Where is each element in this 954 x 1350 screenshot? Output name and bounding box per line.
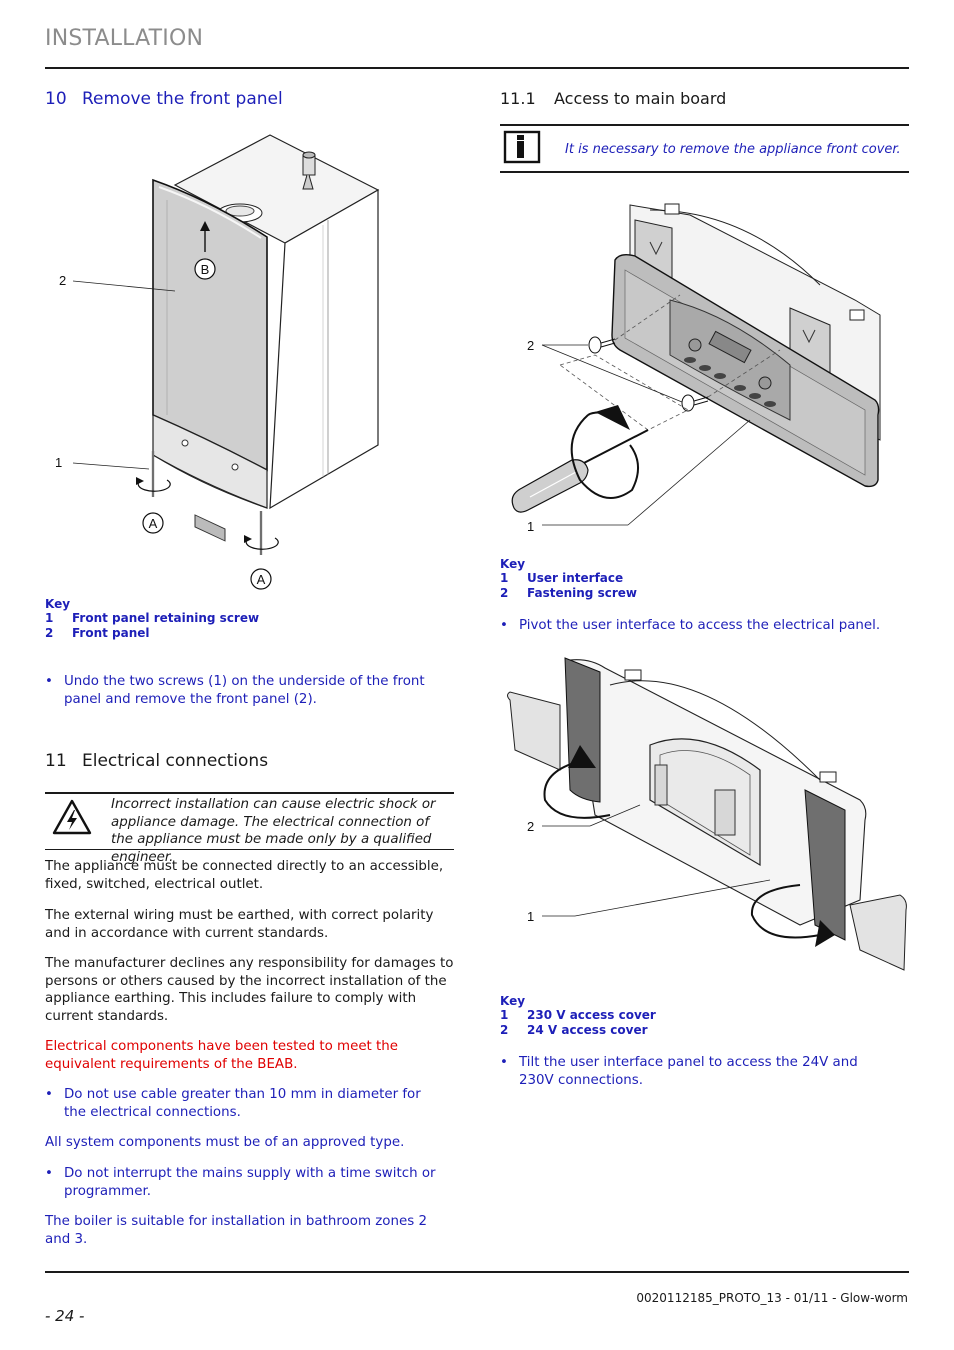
- bullet-dot: •: [500, 618, 508, 633]
- figure-label-A2: A: [257, 572, 266, 587]
- footer-doc-reference: 0020112185_PROTO_13 - 01/11 - Glow-worm: [636, 1291, 908, 1305]
- section-10-key: Key 1 Front panel retaining screw 2 Front …: [45, 597, 259, 641]
- key-item: 2 Fastening screw: [500, 586, 637, 601]
- page-number: - 24 -: [45, 1307, 85, 1325]
- bullet-text: Do not interrupt the mains supply with a…: [64, 1166, 436, 1199]
- section-11-1-bullet: • Tilt the user interface panel to acces…: [500, 1054, 880, 1089]
- section-11-1-bullet: • Pivot the user interface to access the…: [500, 617, 905, 635]
- bullet-text: Pivot the user interface to access the e…: [519, 618, 881, 633]
- section-11-1-title: Access to main board: [554, 89, 727, 108]
- bullet-dot: •: [45, 674, 53, 689]
- key-item-number: 1: [500, 1008, 509, 1022]
- bullet-text: Undo the two screws (1) on the underside…: [64, 674, 425, 707]
- section-11-bullet: • Do not interrupt the mains supply with…: [45, 1165, 445, 1200]
- key-heading: Key: [500, 994, 526, 1008]
- section-11-1-key-1: Key 1 User interface 2 Fastening screw: [500, 557, 637, 601]
- paragraph-blue: All system components must be of an appr…: [45, 1135, 405, 1150]
- section-10-bullet: • Undo the two screws (1) on the undersi…: [45, 673, 445, 708]
- key-item: 1 User interface: [500, 571, 637, 586]
- key-item-text: 230 V access cover: [527, 1008, 656, 1022]
- warning-bottom-rule: [45, 849, 454, 850]
- figure-label-A1: A: [149, 516, 158, 531]
- paragraph: The appliance must be connected directly…: [45, 859, 444, 892]
- section-11-1-heading: 11.1 Access to main board: [500, 89, 726, 108]
- boiler-front-panel-figure: B 2 1 A A: [55, 134, 380, 590]
- key-heading: Key: [500, 557, 526, 571]
- paragraph-red: Electrical components have been tested t…: [45, 1039, 399, 1072]
- access-covers-figure: 2 1: [507, 657, 907, 971]
- key-item-number: 2: [500, 1023, 509, 1037]
- figure-label-1: 1: [527, 909, 534, 924]
- bullet-dot: •: [500, 1055, 508, 1070]
- figure-label-1: 1: [55, 455, 62, 470]
- key-item: 1 Front panel retaining screw: [45, 611, 259, 626]
- key-item: 2 Front panel: [45, 626, 259, 641]
- key-item-number: 1: [45, 611, 54, 625]
- warning-text: Incorrect installation can cause electri…: [111, 797, 436, 865]
- key-heading: Key: [45, 597, 71, 611]
- figure-label-B: B: [201, 262, 210, 277]
- paragraph: The manufacturer declines any responsibi…: [45, 956, 454, 1024]
- figure-label-2: 2: [527, 338, 534, 353]
- key-item-number: 2: [45, 626, 54, 640]
- section-10-title: Remove the front panel: [82, 89, 283, 109]
- info-icon: [503, 130, 541, 164]
- bullet-dot: •: [45, 1087, 53, 1102]
- section-11-1-key-2: Key 1 230 V access cover 2 24 V access cov…: [500, 994, 656, 1038]
- info-top-rule: [500, 124, 909, 126]
- bullet-text: Tilt the user interface panel to access …: [519, 1055, 858, 1088]
- section-11-heading: 11 Electrical connections: [45, 751, 268, 771]
- key-item-number: 1: [500, 571, 509, 585]
- key-item: 2 24 V access cover: [500, 1023, 656, 1038]
- paragraph-blue: The boiler is suitable for installation …: [45, 1214, 427, 1247]
- key-item: 1 230 V access cover: [500, 1008, 656, 1023]
- bullet-text: Do not use cable greater than 10 mm in d…: [64, 1087, 421, 1120]
- figure-label-1: 1: [527, 519, 534, 534]
- section-10-number: 10: [45, 89, 67, 109]
- info-bottom-rule: [500, 171, 909, 173]
- key-item-text: Front panel: [72, 626, 150, 640]
- user-interface-screw-figure: 2 1: [511, 203, 881, 534]
- key-item-text: 24 V access cover: [527, 1023, 648, 1037]
- warning-top-rule: [45, 792, 454, 794]
- electric-shock-warning-icon: [52, 799, 92, 835]
- figure-label-2: 2: [527, 819, 534, 834]
- key-item-text: Fastening screw: [527, 586, 637, 600]
- section-11-bullet: • Do not use cable greater than 10 mm in…: [45, 1086, 445, 1121]
- footer-rule: [45, 1271, 909, 1273]
- section-11-number: 11: [45, 751, 67, 771]
- section-10-heading: 10 Remove the front panel: [45, 89, 283, 109]
- page-header-title: INSTALLATION: [45, 26, 204, 51]
- bullet-dot: •: [45, 1166, 53, 1181]
- key-item-number: 2: [500, 586, 509, 600]
- key-item-text: User interface: [527, 571, 624, 585]
- paragraph: The external wiring must be earthed, wit…: [45, 908, 434, 941]
- key-item-text: Front panel retaining screw: [72, 611, 260, 625]
- header-rule: [45, 67, 909, 69]
- section-11-1-number: 11.1: [500, 89, 536, 108]
- section-11-title: Electrical connections: [82, 751, 269, 771]
- info-text: It is necessary to remove the appliance …: [565, 142, 901, 157]
- figure-label-2: 2: [59, 273, 66, 288]
